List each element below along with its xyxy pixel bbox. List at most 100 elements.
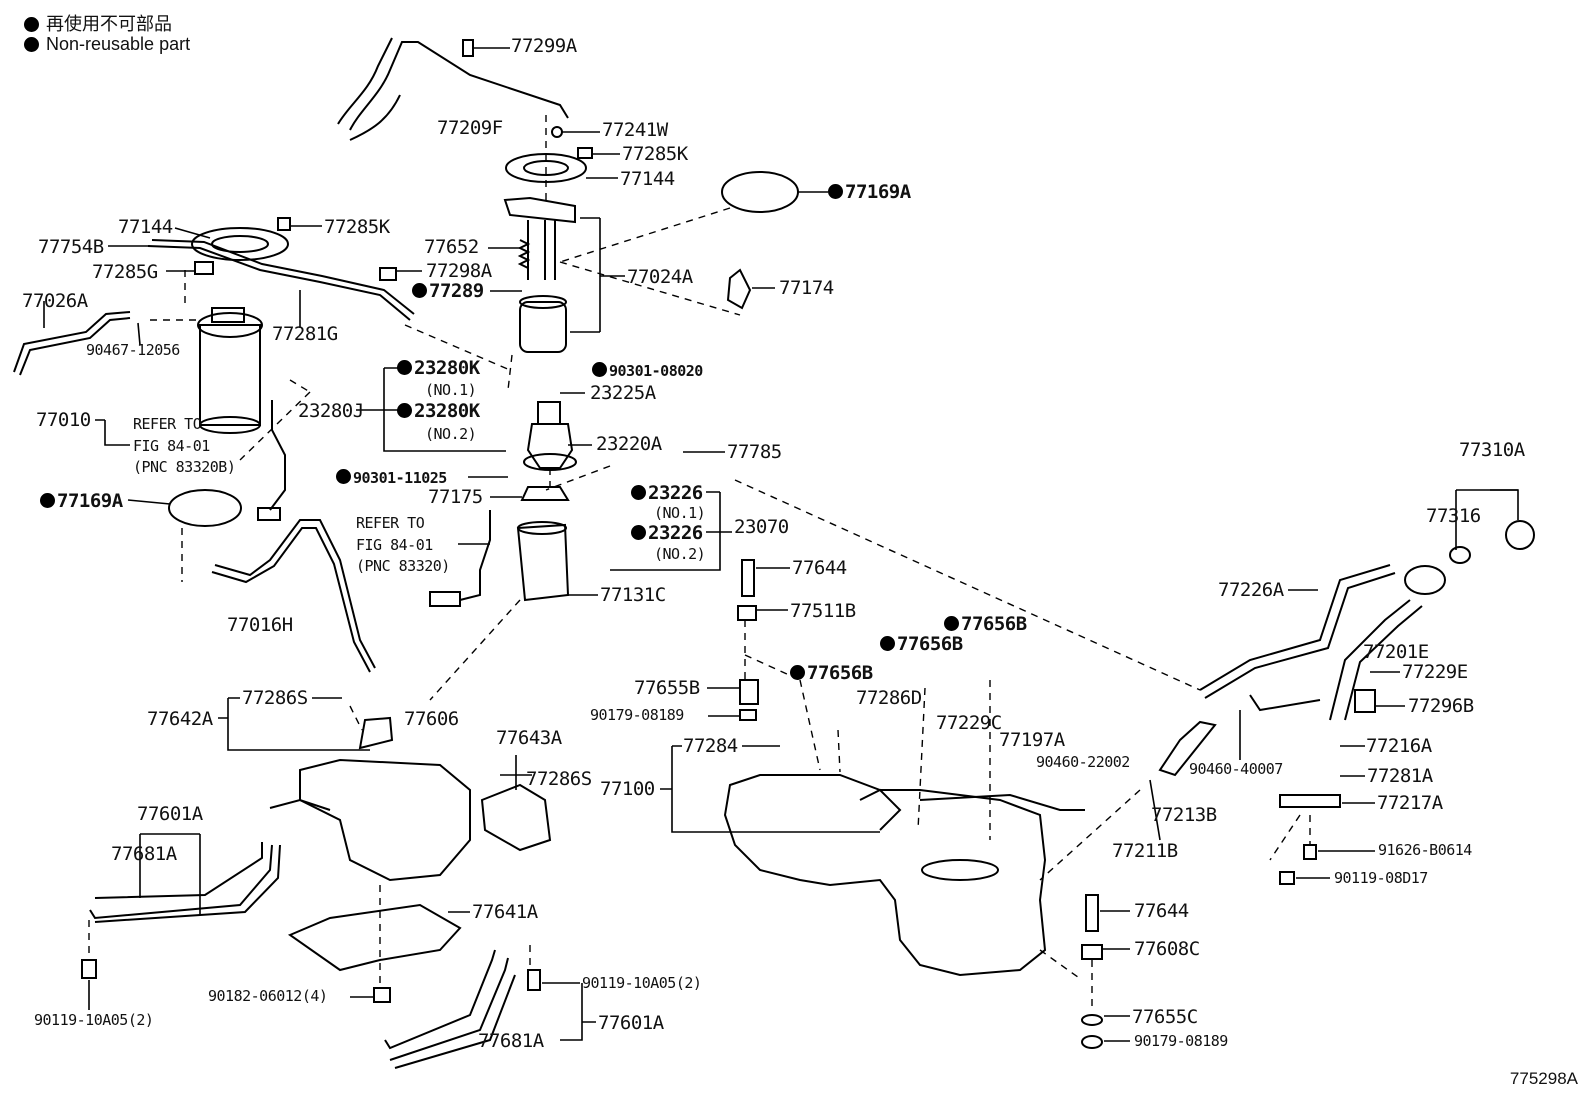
callout-23280K-no1: 23280K [397, 359, 480, 378]
callout-fig-84-01-1: FIG 84-01 [133, 437, 210, 455]
callout-77601A-b: 77601A [598, 1012, 664, 1034]
callout-77229E: 77229E [1402, 661, 1468, 683]
callout-90460-22002: 90460-22002 [1036, 753, 1130, 771]
callout-77131C: 77131C [600, 584, 666, 606]
legend-line-japanese: 再使用不可部品 [24, 10, 172, 36]
pump-module-77024A [503, 196, 576, 353]
callout-77217A: 77217A [1377, 792, 1443, 814]
callout-77642A: 77642A [147, 708, 213, 730]
callout-23226-no2: 23226 [631, 524, 703, 543]
callout-90182-06012: 90182-06012(4) [208, 987, 328, 1005]
callout-77681A-b: 77681A [478, 1030, 544, 1052]
callout-77785: 77785 [727, 441, 782, 463]
filler-neck-77201E [1199, 564, 1446, 721]
callout-77281A: 77281A [1367, 765, 1433, 787]
callout-90301-11025: 90301-11025 [336, 469, 447, 486]
callout-77296B: 77296B [1408, 695, 1474, 717]
figure-id: 775298A [1509, 1069, 1578, 1088]
legend-text-jp: 再使用不可部品 [46, 14, 172, 34]
callout-77754B: 77754B [38, 236, 104, 258]
bracket-77131C [516, 521, 570, 602]
callout-90119-10A05-left: 90119-10A05(2) [34, 1011, 154, 1029]
callout-77144-top: 77144 [620, 168, 675, 190]
callout-77226A: 77226A [1218, 579, 1284, 601]
callout-90119-08D17: 90119-08D17 [1334, 869, 1428, 887]
callout-refer-to-2: REFER TO [356, 514, 425, 532]
callout-77026A: 77026A [22, 290, 88, 312]
callout-90179-08189-a: 90179-08189 [590, 706, 684, 724]
callout-77643A: 77643A [496, 727, 562, 749]
callout-77655C: 77655C [1132, 1006, 1198, 1028]
callout-77281G: 77281G [272, 323, 338, 345]
callout-77299A: 77299A [511, 35, 577, 57]
callout-77175: 77175 [428, 486, 483, 508]
callout-77284: 77284 [683, 735, 738, 757]
callout-77644-bottom: 77644 [1134, 900, 1189, 922]
dashed-assembly-lines [88, 115, 1311, 1010]
callout-77286S-b: 77286S [526, 768, 592, 790]
callout-77286S-a: 77286S [242, 687, 308, 709]
callout-77209F: 77209F [437, 117, 503, 139]
callout-77229C: 77229C [936, 712, 1002, 734]
callout-23220A: 23220A [596, 433, 662, 455]
hose-77213B [1158, 720, 1217, 777]
callout-23070: 23070 [734, 516, 789, 538]
callout-77656B-c: 77656B [790, 664, 873, 683]
clip-77285K-top [577, 147, 593, 159]
callout-77652: 77652 [424, 236, 479, 258]
protector-77643A [480, 783, 552, 852]
callout-77289: 77289 [412, 282, 484, 301]
callout-77169A-left: 77169A [40, 492, 123, 511]
callout-pnc-83320b: (PNC 83320B) [133, 458, 236, 476]
fuel-pump-23220A [523, 401, 577, 471]
callout-77298A: 77298A [426, 260, 492, 282]
callout-77286D: 77286D [856, 687, 922, 709]
callout-77024A: 77024A [627, 266, 693, 288]
callout-23226-no1: 23226 [631, 484, 703, 503]
callout-77601A-a: 77601A [137, 803, 203, 825]
protector-77606 [269, 716, 471, 882]
gasket-77169A-left [168, 489, 242, 527]
callout-77016H: 77016H [227, 614, 293, 636]
callout-77285K-left: 77285K [324, 216, 390, 238]
fuel-tank-77100 [723, 774, 1085, 977]
pipe-77209F [337, 37, 569, 141]
callout-90467-12056: 90467-12056 [86, 341, 180, 359]
gasket-77169A-right [721, 171, 799, 213]
callout-77656B-a: 77656B [944, 615, 1027, 634]
callout-pnc-83320: (PNC 83320) [356, 557, 450, 575]
callout-77511B: 77511B [790, 600, 856, 622]
callout-77216A: 77216A [1366, 735, 1432, 757]
callout-77606: 77606 [404, 708, 459, 730]
hose-77026A [19, 317, 131, 376]
callout-77211B: 77211B [1112, 840, 1178, 862]
callout-77100: 77100 [600, 778, 655, 800]
ring-77144-left [191, 227, 289, 261]
line-77016H [214, 519, 376, 669]
callout-77241W: 77241W [602, 119, 668, 141]
bracket-77174 [726, 268, 752, 310]
bands-77601A-left [89, 842, 281, 923]
callout-77656B-b: 77656B [880, 635, 963, 654]
callout-77316: 77316 [1426, 505, 1481, 527]
callout-90119-10A05-right: 90119-10A05(2) [582, 974, 702, 992]
callout-77285G: 77285G [92, 261, 158, 283]
bullet-icon [24, 17, 39, 32]
callout-77201E: 77201E [1363, 641, 1429, 663]
callout-no1-b: (NO.1) [654, 504, 706, 522]
callout-77310A: 77310A [1459, 439, 1525, 461]
callout-77608C: 77608C [1134, 938, 1200, 960]
callout-77644-top: 77644 [792, 557, 847, 579]
callout-77641A: 77641A [472, 901, 538, 923]
bands-77601A-right [384, 949, 516, 1069]
callout-no2-a: (NO.2) [425, 425, 477, 443]
legend-text-en: Non-reusable part [46, 34, 191, 54]
callout-77655B: 77655B [634, 677, 700, 699]
callout-77010: 77010 [36, 409, 91, 431]
callout-91626-B0614: 91626-B0614 [1378, 841, 1472, 859]
callout-23280K-no2: 23280K [397, 402, 480, 421]
legend-line-english: Non-reusable part [24, 34, 190, 55]
fuel-line-77754B [147, 245, 411, 321]
